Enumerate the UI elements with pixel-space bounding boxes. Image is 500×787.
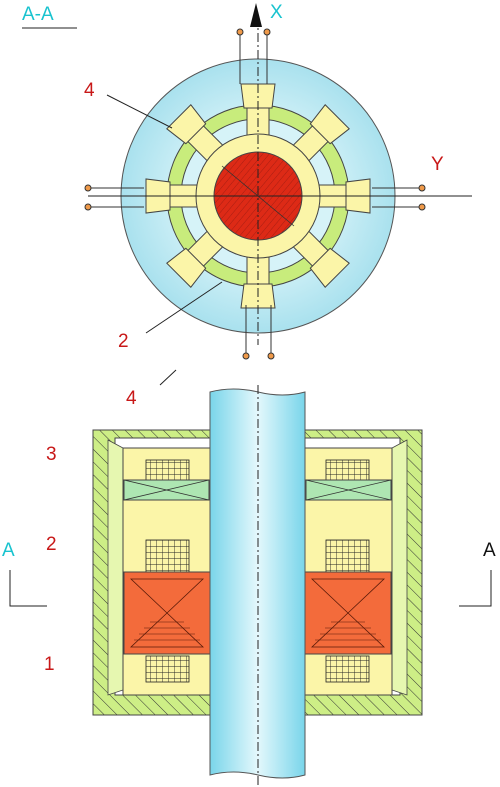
magnet-right (304, 571, 392, 655)
callout-2-top: 2 (118, 331, 129, 352)
axis-x-label: X (270, 2, 283, 23)
housing-right-liner (391, 439, 408, 696)
coil-left-bottom (145, 655, 190, 683)
section-mark-left (9, 570, 47, 607)
sensor-leads-top (236, 28, 271, 84)
leader-4-top (106, 94, 173, 129)
sensor-left (123, 479, 210, 501)
leader-2-top (145, 281, 223, 334)
section-mark-right (459, 570, 492, 607)
leader-4-mid (159, 369, 177, 386)
axis-x-arrow (250, 3, 262, 27)
cross-section-view (84, 3, 472, 386)
longitudinal-view (9, 385, 492, 787)
coil-left-mid (145, 539, 190, 573)
axis-y-label: Y (431, 154, 444, 175)
housing-left-liner (107, 439, 124, 696)
sensor-leads-bottom (242, 305, 275, 360)
coil-right-mid (325, 539, 370, 573)
callout-3: 3 (46, 444, 57, 465)
magnet-left (123, 571, 211, 655)
shaft (209, 388, 306, 779)
section-mark-right-label: A (483, 540, 496, 561)
sensor-right (305, 479, 392, 501)
sensor-leads-right (372, 184, 426, 211)
callout-2: 2 (46, 534, 57, 555)
coil-right-top (325, 459, 370, 481)
section-title: A-A (22, 4, 54, 25)
coil-right-bottom (325, 655, 370, 683)
coil-left-top (145, 459, 190, 481)
sensor-leads-left (84, 184, 144, 211)
callout-4-mid: 4 (126, 388, 137, 409)
section-mark-left-label: A (2, 540, 15, 561)
callout-1: 1 (44, 654, 55, 675)
callout-4-top: 4 (84, 80, 95, 101)
